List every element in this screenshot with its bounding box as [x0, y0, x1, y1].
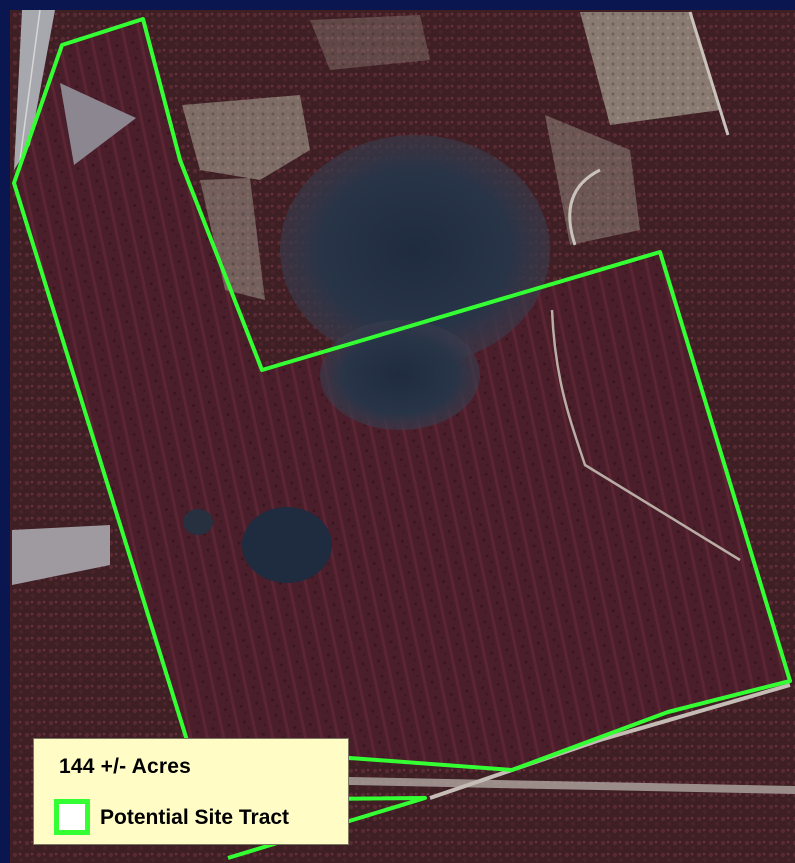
tract-legend-label: Potential Site Tract: [100, 806, 290, 829]
tract-swatch-icon: [54, 799, 90, 835]
map-legend: 144 +/- Acres Potential Site Tract: [33, 738, 349, 845]
acreage-label: 144 +/- Acres: [59, 755, 191, 778]
